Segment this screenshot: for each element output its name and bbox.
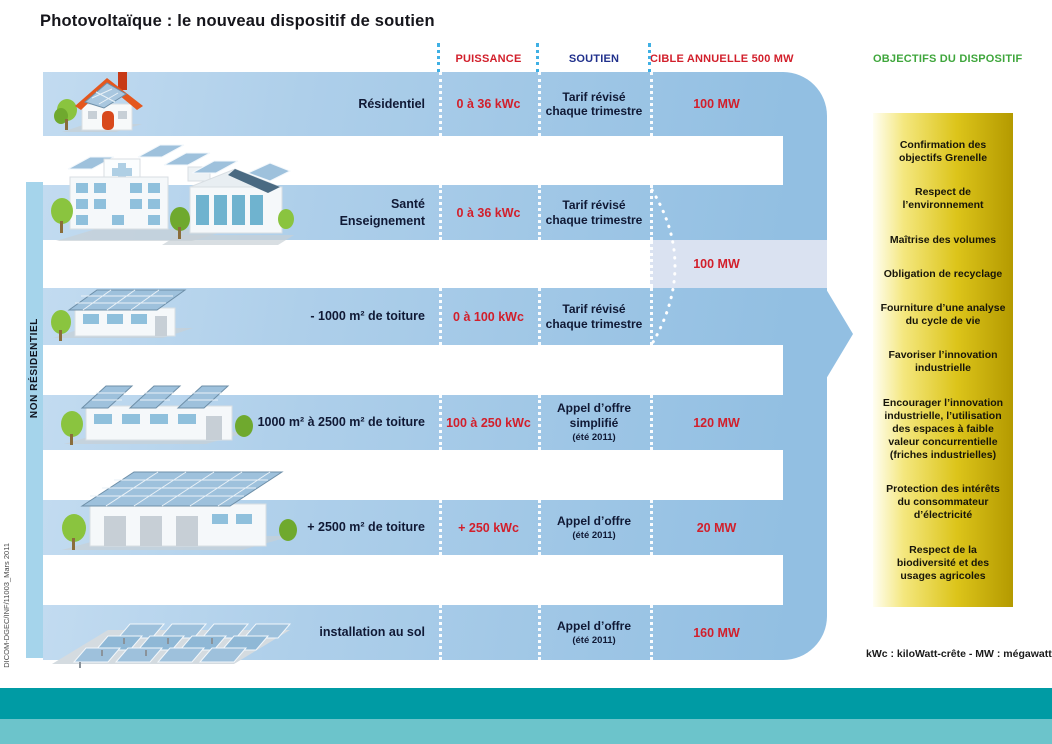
column-header-cible: CIBLE ANNUELLE 500 MW: [650, 53, 794, 65]
column-header-objectifs: OBJECTIFS DU DISPOSITIF: [873, 53, 1023, 65]
objective-item: Fourniture d’une analyse du cycle de vie: [880, 301, 1006, 328]
column-header-soutien: SOUTIEN: [568, 53, 620, 65]
factory-icon: [61, 385, 253, 445]
objective-item: Confirmation des objectifs Grenelle: [898, 139, 988, 165]
dotted-separator: [538, 395, 541, 450]
dotted-separator: [650, 185, 653, 240]
row-label: Santé Enseignement: [339, 197, 425, 228]
row-label: installation au sol: [319, 625, 425, 640]
header-dotted-line: [648, 43, 651, 73]
row-puissance: 0 à 36 kWc: [456, 97, 521, 111]
dotted-separator: [439, 605, 442, 660]
row-label: Résidentiel: [358, 96, 425, 111]
row-soutien: Tarif révisé chaque trimestre: [545, 198, 643, 227]
objective-item: Respect de la biodiversité et des usages…: [896, 543, 990, 582]
health-school-buildings-icon: [51, 144, 294, 245]
row-label: - 1000 m² de toiture: [310, 309, 425, 324]
dotted-separator: [650, 395, 653, 450]
objectives-panel: Confirmation des objectifs Grenelle Resp…: [873, 113, 1013, 607]
row-soutien: Appel d’offre: [557, 513, 631, 528]
arrow-right-icon: [826, 289, 853, 379]
row-soutien: Appel d’offre: [557, 618, 631, 633]
dotted-separator: [538, 72, 541, 136]
dotted-separator: [650, 72, 653, 136]
row-label: 1000 m² à 2500 m² de toiture: [257, 415, 425, 430]
objective-item: Maîtrise des volumes: [889, 233, 997, 246]
objective-item: Encourager l’innovation industrielle, l’…: [882, 396, 1004, 462]
row-puissance: + 250 kWc: [458, 520, 519, 535]
dotted-separator: [439, 500, 442, 555]
dotted-separator: [538, 288, 541, 345]
row-cible: 160 MW: [693, 625, 740, 640]
dotted-separator: [650, 605, 653, 660]
objective-item: Obligation de recyclage: [883, 267, 1003, 280]
objective-item: Favoriser l’innovation industrielle: [888, 349, 998, 375]
dotted-separator: [439, 185, 442, 240]
column-header-puissance: PUISSANCE: [455, 53, 522, 65]
dotted-separator: [538, 500, 541, 555]
page-title: Photovoltaïque : le nouveau dispositif d…: [40, 12, 435, 30]
small-industrial-building-icon: [51, 289, 193, 341]
header-dotted-line: [437, 43, 440, 73]
non-residentiel-strip: NON RÉSIDENTIEL: [26, 182, 43, 658]
row-puissance: 100 à 250 kWc: [446, 415, 531, 430]
dotted-separator: [439, 72, 442, 136]
row-soutien: Tarif révisé chaque trimestre: [545, 89, 643, 118]
row-soutien: Tarif révisé chaque trimestre: [545, 302, 643, 331]
objective-item: Protection des intérêts du consommateur …: [886, 483, 1000, 522]
non-residentiel-label: NON RÉSIDENTIEL: [29, 317, 40, 419]
units-footnote: kWc : kiloWatt-crête - MW : mégawatt: [866, 648, 1052, 660]
merge-bracket-dotted-curve: [650, 188, 677, 346]
dotted-separator: [650, 288, 653, 345]
objective-item: Respect de l’environnement: [902, 186, 984, 212]
row-label: + 2500 m² de toiture: [307, 520, 425, 535]
dotted-separator: [439, 288, 442, 345]
flow-spine-band: [783, 72, 827, 660]
row-soutien-note: (été 2011): [572, 432, 616, 444]
credit-vertical-text: DICOM-DGEC/INF/11003_Mars 2011: [2, 543, 16, 668]
dotted-separator: [538, 185, 541, 240]
row-soutien-note: (été 2011): [572, 530, 616, 541]
merged-cible-band: 100 MW: [650, 240, 783, 288]
row-cible: 120 MW: [693, 415, 740, 430]
row-cible: 20 MW: [696, 520, 737, 535]
warehouse-icon: [62, 471, 297, 550]
ground-array-icon: [52, 623, 292, 668]
row-soutien-note: (été 2011): [572, 635, 616, 646]
dotted-separator: [650, 500, 653, 555]
table-row-residentiel: Résidentiel 0 à 36 kWc Tarif révisé chaq…: [43, 72, 783, 136]
footer-band-dark: [0, 688, 1052, 719]
row-cible: 100 MW: [693, 97, 740, 111]
flow-spine-merged-segment: [783, 240, 827, 288]
footer-band-light: [0, 719, 1052, 744]
credit-text: DICOM-DGEC/INF/11003_Mars 2011: [2, 543, 11, 668]
dotted-separator: [538, 605, 541, 660]
dotted-separator: [439, 395, 442, 450]
house-icon: [54, 72, 143, 132]
row-puissance: 0 à 100 kWc: [453, 309, 524, 324]
header-dotted-line: [536, 43, 539, 73]
row-soutien: Appel d’offre simplifié: [557, 401, 631, 430]
row-puissance: 0 à 36 kWc: [456, 205, 521, 220]
